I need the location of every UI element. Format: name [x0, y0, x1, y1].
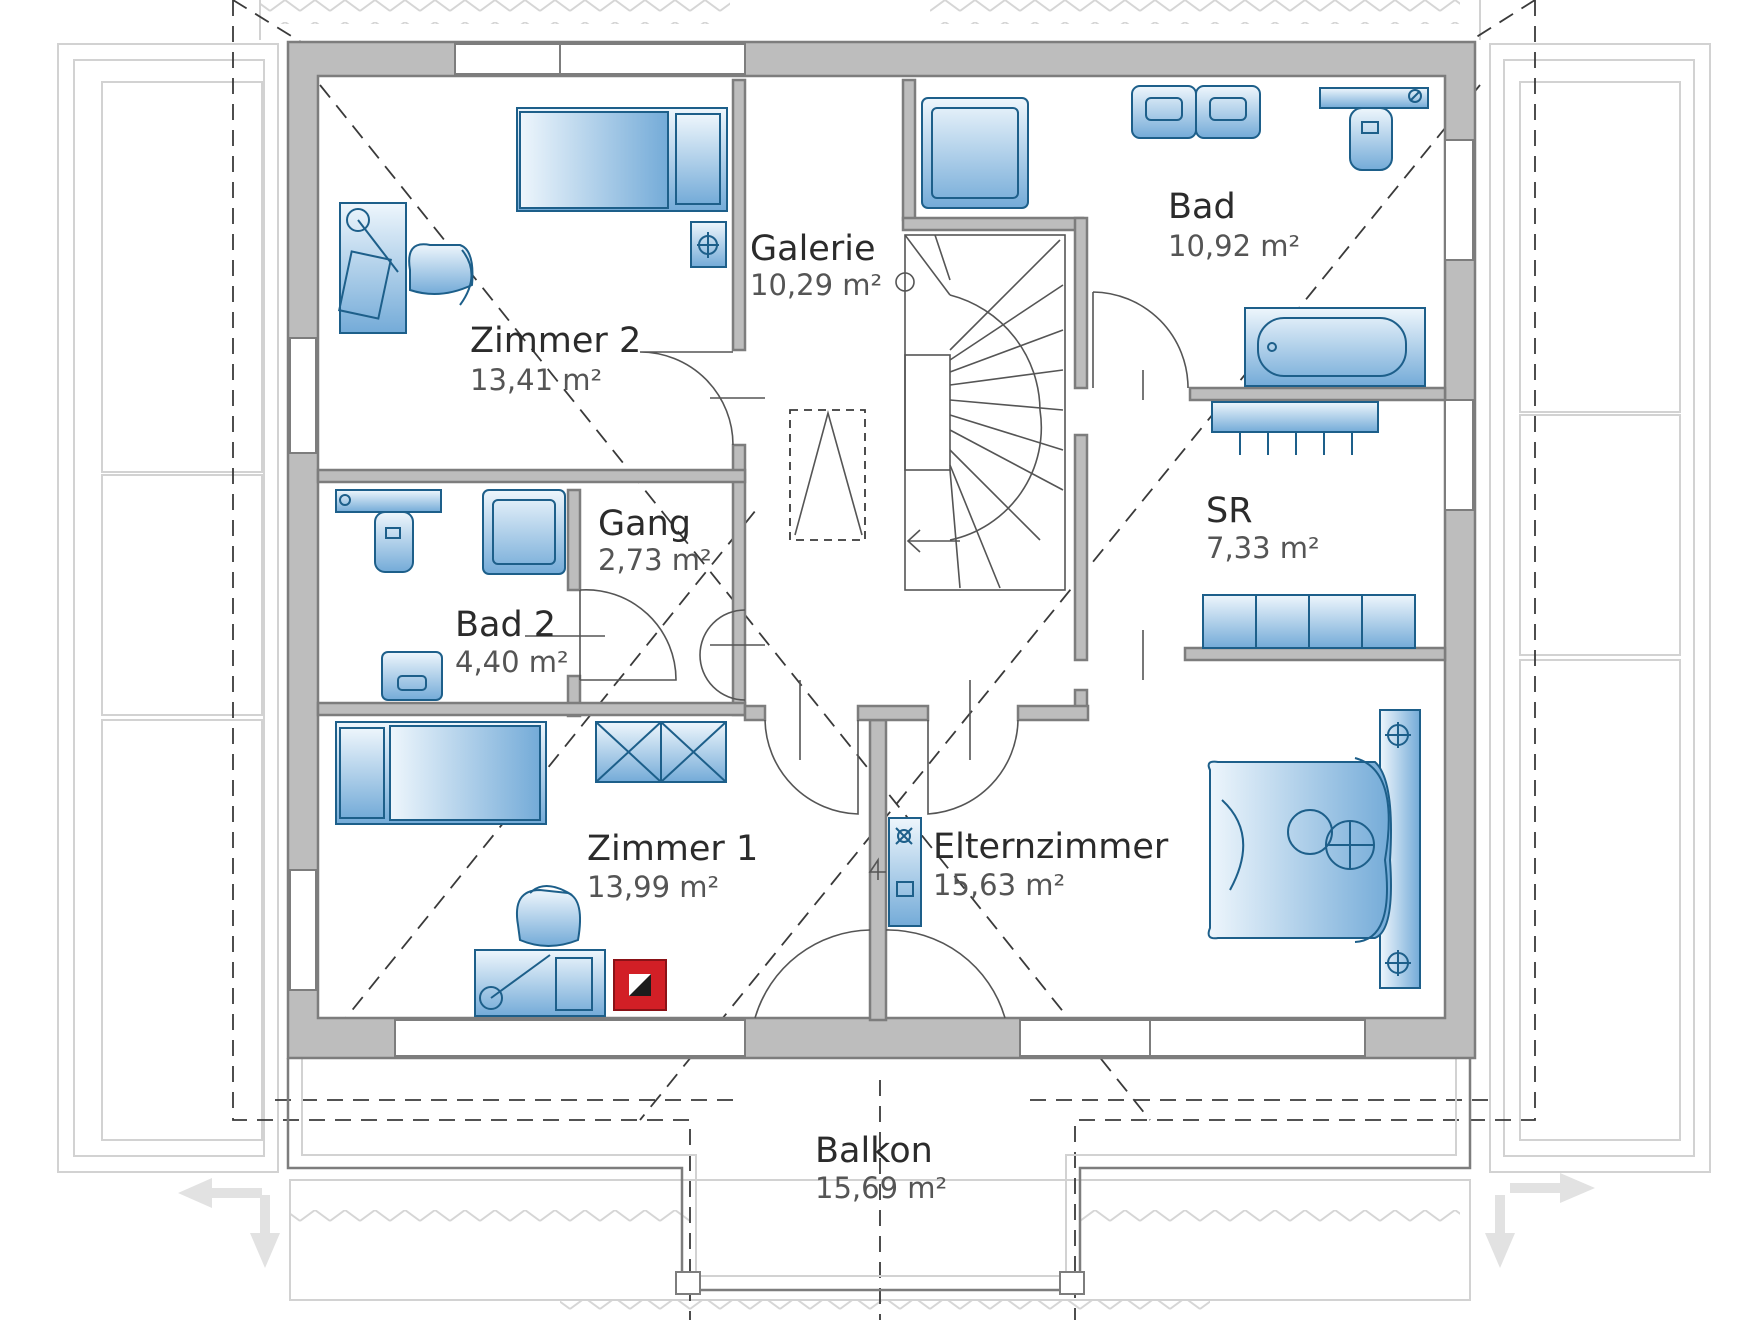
room-label-gang: Gang 2,73 m² [598, 504, 712, 577]
room-label-bad2: Bad 2 4,40 m² [455, 605, 569, 679]
room-label-elternzimmer: Elternzimmer 15,63 m² [933, 827, 1169, 902]
room-area: 13,41 m² [470, 363, 602, 397]
room-area: 10,92 m² [1168, 229, 1300, 263]
staircase-icon [895, 234, 1066, 591]
chair-icon [516, 885, 581, 947]
room-name: Gang [598, 504, 691, 544]
room-name: Balkon [815, 1131, 933, 1171]
bathtub-icon [1244, 307, 1426, 387]
desk-icon [338, 202, 407, 334]
room-label-balkon: Balkon 15,69 m² [815, 1131, 947, 1205]
room-area: 10,29 m² [750, 268, 882, 302]
room-label-bad: Bad 10,92 m² [1168, 187, 1300, 263]
room-name: Bad [1168, 187, 1236, 227]
arrow-icon [178, 1173, 1595, 1268]
wardrobe-icon [1202, 401, 1416, 649]
room-name: Bad 2 [455, 605, 556, 645]
roof-hatch [789, 409, 866, 541]
desk-icon [474, 949, 606, 1017]
room-name: Zimmer 1 [587, 829, 758, 869]
shower-icon [482, 489, 566, 575]
room-area: 15,63 m² [933, 868, 1065, 902]
room-name: SR [1206, 491, 1253, 531]
room-name: Galerie [750, 229, 875, 269]
room-label-zimmer1: Zimmer 1 13,99 m² [587, 829, 758, 904]
room-label-sr: SR 7,33 m² [1206, 491, 1320, 565]
room-area: 13,99 m² [587, 870, 719, 904]
bed-icon [1207, 709, 1421, 989]
chair-icon [408, 243, 474, 306]
bathroom-2-fixtures [335, 489, 566, 701]
socket-icon [888, 817, 922, 927]
toilet-icon [374, 511, 414, 573]
sink-icon [1131, 85, 1261, 139]
room-name: Elternzimmer [933, 827, 1169, 867]
room-label-zimmer2: Zimmer 2 13,41 m² [470, 321, 641, 397]
neighbouring-outline [57, 0, 1711, 1320]
room-area: 7,33 m² [1206, 531, 1320, 565]
sink-icon [381, 651, 443, 701]
bed-icon [516, 107, 728, 212]
toilet-icon [1349, 107, 1393, 171]
wardrobe-icon [595, 721, 727, 783]
room-label-galerie: Galerie 10,29 m² [750, 229, 882, 302]
shower-icon [921, 97, 1029, 209]
balcony [286, 1058, 1472, 1295]
room-area: 4,40 m² [455, 645, 569, 679]
room-area: 15,69 m² [815, 1171, 947, 1205]
interior-walls [316, 78, 1447, 1022]
smoke-detector-icon [613, 959, 667, 1011]
arrow-icon [868, 857, 886, 880]
doors [525, 291, 1189, 1019]
room-name: Zimmer 2 [470, 321, 641, 361]
bathroom-fixtures [921, 85, 1429, 387]
outer-walls [286, 40, 1477, 1060]
socket-icon [690, 221, 727, 268]
room-area: 2,73 m² [598, 543, 712, 577]
bed-icon [335, 721, 547, 825]
